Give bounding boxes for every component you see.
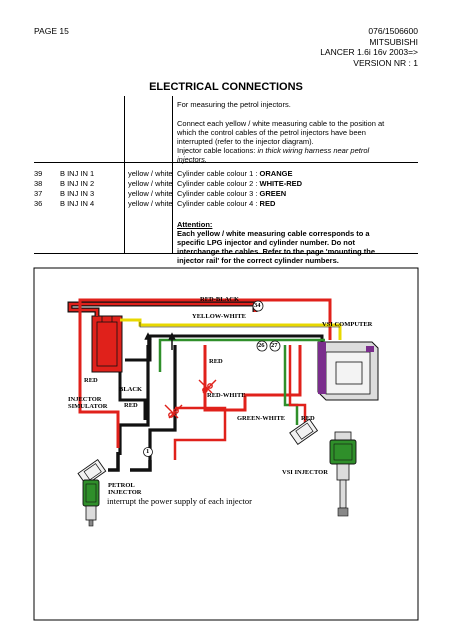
table-bottom-line — [34, 253, 418, 254]
label-red-right: RED — [301, 415, 315, 422]
cylinder-column: Cylinder cable colour 1 : ORANGE Cylinde… — [177, 169, 302, 209]
label-red-left: RED — [84, 377, 98, 384]
wire-black-simulator-down — [118, 372, 147, 420]
intro-text-line: interrupted (refer to the injector diagr… — [177, 137, 314, 146]
pin-column: 39 38 37 36 — [34, 169, 42, 209]
page-number: PAGE 15 — [34, 26, 69, 36]
wire-red-loop — [78, 298, 332, 372]
page-title: ELECTRICAL CONNECTIONS — [149, 81, 303, 93]
wire-red-center — [203, 345, 302, 412]
wire-red-to-injector — [288, 345, 307, 425]
intro-line: For measuring the petrol injectors. — [177, 100, 291, 109]
location-value: in thick wiring harness near petrol — [255, 146, 370, 155]
attention-line: interchange the cables. Refer to the pag… — [177, 247, 376, 256]
signal-cell: B INJ IN 3 — [60, 189, 95, 198]
wire-color-cell: yellow / white — [128, 179, 173, 188]
wire-left-vertical — [118, 345, 150, 455]
wire-color-cell: yellow / white — [128, 199, 173, 208]
label-red-black: RED-BLACK — [200, 296, 240, 303]
wire-right-vertical — [148, 345, 177, 460]
vsi-computer — [317, 341, 379, 401]
pin-1-marker — [143, 447, 153, 457]
table-separator — [34, 162, 418, 163]
pin-cell: 39 — [34, 169, 43, 178]
attention-line: Each yellow / white measuring cable corr… — [177, 229, 370, 238]
scissors-icon — [164, 404, 183, 419]
column-divider-left — [124, 96, 125, 253]
label-pin-1: 1 — [146, 448, 150, 455]
wire-green-to-computer — [158, 338, 325, 372]
cylinder-cell: Cylinder cable colour 1 : ORANGE — [177, 169, 293, 178]
cylinder-cell: Cylinder cable colour 4 : RED — [177, 199, 276, 208]
column-divider-right — [172, 96, 173, 253]
pin-34-marker — [252, 300, 264, 312]
intro-text-line: Injector cable locations: in thick wirin… — [177, 146, 384, 155]
signal-cell: B INJ IN 4 — [60, 199, 95, 208]
label-vsi-computer: VSI COMPUTER — [322, 321, 373, 328]
wire-red-simulator-down — [78, 372, 120, 448]
model: LANCER 1.6i 16v 2003=> — [320, 47, 418, 57]
label-black: BLACK — [119, 386, 143, 393]
injector-simulator — [91, 315, 123, 373]
intro-text-line: Connect each yellow / white measuring ca… — [177, 119, 385, 128]
intro-text-line: which the control cables of the petrol i… — [177, 128, 366, 137]
version: VERSION NR : 1 — [353, 57, 418, 68]
document-code: 076/1506600 — [368, 26, 418, 36]
diagram-caption: interrupt the power supply of each injec… — [107, 496, 252, 506]
label-injector-simulator: INJECTOR SIMULATOR — [68, 396, 108, 410]
label-pin-34: 34 — [254, 302, 261, 309]
location-label: Injector cable locations: — [177, 146, 256, 155]
label-red-bottom: RED — [124, 402, 138, 409]
wire-color-column: yellow / white yellow / white yellow / w… — [128, 169, 173, 209]
intro-paragraph: Connect each yellow / white measuring ca… — [177, 119, 384, 164]
attention-heading: Attention: — [177, 220, 213, 229]
document-header: 076/1506600 MITSUBISHI LANCER 1.6i 16v 2… — [320, 26, 418, 68]
signal-cell: B INJ IN 1 — [60, 169, 95, 178]
signal-column: B INJ IN 1 B INJ IN 2 B INJ IN 3 B INJ I… — [60, 169, 94, 209]
label-pin-27: 27 — [271, 342, 278, 349]
wire-red-white — [173, 406, 227, 460]
signal-cell: B INJ IN 2 — [60, 179, 95, 188]
label-red-center: RED — [209, 358, 223, 365]
attention-note: Attention: Each yellow / white measuring… — [177, 220, 375, 265]
attention-line: injector rail' for the correct cylinder … — [177, 256, 339, 265]
wire-color-cell: yellow / white — [128, 169, 173, 178]
pin-cell: 36 — [34, 199, 43, 208]
pin-26-marker — [256, 340, 268, 352]
label-yellow-white: YELLOW-WHITE — [192, 313, 246, 320]
pin-27-marker — [269, 340, 281, 352]
scissors-icon — [198, 379, 217, 394]
diagram-frame — [33, 267, 419, 621]
brand: MITSUBISHI — [369, 36, 418, 47]
label-petrol-injector: PETROL INJECTOR — [108, 482, 142, 496]
attention-line: specific LPG injector and cylinder numbe… — [177, 238, 355, 247]
cylinder-cell: Cylinder cable colour 2 : WHITE-RED — [177, 179, 303, 188]
wire-black-to-petrol-injector — [108, 452, 120, 472]
petrol-injector — [77, 459, 107, 527]
cylinder-cell: Cylinder cable colour 3 : GREEN — [177, 189, 287, 198]
pin-cell: 37 — [34, 189, 43, 198]
vsi-injector — [289, 418, 357, 517]
wire-color-cell: yellow / white — [128, 189, 173, 198]
label-vsi-injector: VSI INJECTOR — [282, 469, 328, 476]
label-pin-26: 26 — [258, 342, 265, 349]
location-value-cont: injectors. — [177, 155, 208, 164]
label-red-white: RED-WHITE — [207, 392, 246, 399]
pin-cell: 38 — [34, 179, 43, 188]
label-green-white: GREEN-WHITE — [237, 415, 286, 422]
